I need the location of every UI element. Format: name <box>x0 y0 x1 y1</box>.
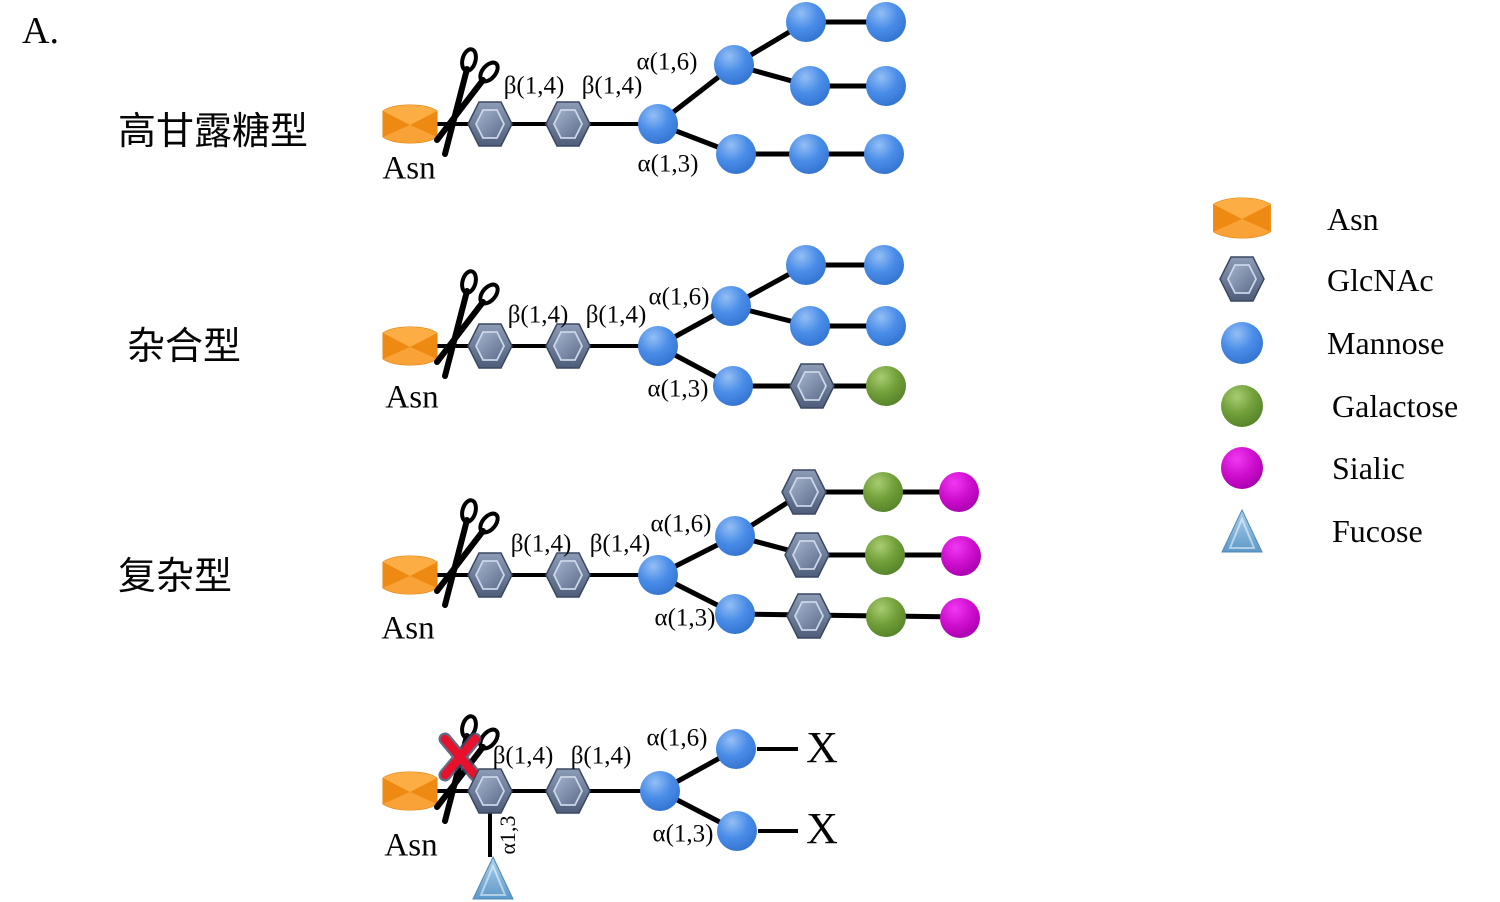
structure-complex <box>382 469 981 639</box>
asn-icon <box>382 771 438 811</box>
galactose-icon <box>1221 385 1263 427</box>
linkage-label-b14: β(1,4) <box>503 72 565 100</box>
glcnac-icon <box>784 532 830 578</box>
asn-icon <box>1213 197 1271 239</box>
structure-hybrid <box>382 245 906 409</box>
mannose-icon <box>717 811 757 851</box>
galactose-icon <box>866 366 906 406</box>
asn-label: Asn <box>381 610 435 647</box>
glcnac-icon <box>467 101 513 147</box>
mannose-icon <box>715 594 755 634</box>
mannose-icon <box>715 516 755 556</box>
galactose-icon <box>863 472 903 512</box>
glcnac-icon <box>1219 256 1265 302</box>
linkage-label-b14: β(1,4) <box>570 742 632 770</box>
glcnac-icon <box>467 552 513 598</box>
mannose-icon <box>1221 322 1263 364</box>
sialic-icon <box>939 472 979 512</box>
mannose-icon <box>790 306 830 346</box>
mannose-icon <box>866 306 906 346</box>
legend-label-sialic: Sialic <box>1332 450 1405 486</box>
mannose-icon <box>864 245 904 285</box>
legend-icons <box>1213 197 1271 553</box>
galactose-icon <box>865 535 905 575</box>
legend-label-glcnac: GlcNAc <box>1327 262 1434 298</box>
asn-label: Asn <box>382 150 436 187</box>
asn-label: Asn <box>385 379 439 416</box>
mannose-icon <box>866 66 906 106</box>
asn-icon <box>382 555 438 595</box>
sialic-icon <box>941 536 981 576</box>
glcnac-icon <box>789 363 835 409</box>
glcnac-icon <box>786 593 832 639</box>
glcnac-icon <box>545 323 591 369</box>
structure-high-mannose <box>382 2 906 174</box>
mannose-icon <box>866 2 906 42</box>
linkage-label-fucose: α1,3 <box>495 815 520 855</box>
legend-label-fucose: Fucose <box>1332 513 1423 549</box>
legend-label-galactose: Galactose <box>1332 388 1459 424</box>
mannose-icon <box>711 286 751 326</box>
linkage-label-a13: α(1,3) <box>637 150 699 178</box>
asn-icon <box>382 104 438 144</box>
mannose-icon <box>638 326 678 366</box>
linkage-label-b14: β(1,4) <box>589 530 651 558</box>
legend-label-asn: Asn <box>1327 201 1379 237</box>
glcnac-icon <box>781 469 827 515</box>
mannose-icon <box>713 366 753 406</box>
mannose-icon <box>790 66 830 106</box>
fucose-icon <box>1221 509 1263 553</box>
linkage-label-a13: α(1,3) <box>654 604 716 632</box>
mannose-icon <box>716 134 756 174</box>
linkage-label-a16: α(1,6) <box>646 724 708 752</box>
figure-label: A. <box>22 10 59 52</box>
structure-core-fucosylated <box>382 715 798 900</box>
mannose-icon <box>638 555 678 595</box>
asn-icon <box>382 326 438 366</box>
type-label-complex: 复杂型 <box>117 556 233 598</box>
linkage-label-a16: α(1,6) <box>650 510 712 538</box>
mannose-icon <box>716 729 756 769</box>
linkage-label-b14: β(1,4) <box>492 742 554 770</box>
mannose-icon <box>786 245 826 285</box>
mannose-icon <box>864 134 904 174</box>
glcnac-icon <box>545 101 591 147</box>
type-label-hybrid: 杂合型 <box>126 326 242 368</box>
mannose-icon <box>789 134 829 174</box>
sialic-icon <box>940 598 980 638</box>
linkage-label-a16: α(1,6) <box>648 283 710 311</box>
linkage-label-a16: α(1,6) <box>636 48 698 76</box>
linkage-label-b14: β(1,4) <box>507 301 569 329</box>
mannose-icon <box>714 45 754 85</box>
mannose-icon <box>786 2 826 42</box>
asn-label: Asn <box>384 827 438 864</box>
linkage-label-a13: α(1,3) <box>652 820 714 848</box>
variable-residue-x-lower: X <box>806 804 838 853</box>
galactose-icon <box>866 597 906 637</box>
glcnac-icon <box>545 552 591 598</box>
glcnac-icon <box>467 323 513 369</box>
variable-residue-x-upper: X <box>806 723 838 772</box>
legend-label-mannose: Mannose <box>1327 325 1445 361</box>
linkage-label-a13: α(1,3) <box>647 375 709 403</box>
fucose-icon <box>472 856 514 900</box>
linkage-label-b14: β(1,4) <box>510 530 572 558</box>
glcnac-icon <box>545 768 591 814</box>
linkage-label-b14: β(1,4) <box>581 72 643 100</box>
mannose-icon <box>640 771 680 811</box>
mannose-icon <box>638 104 678 144</box>
sialic-icon <box>1221 447 1263 489</box>
type-label-high-mannose: 高甘露糖型 <box>117 111 309 153</box>
linkage-label-b14: β(1,4) <box>585 301 647 329</box>
